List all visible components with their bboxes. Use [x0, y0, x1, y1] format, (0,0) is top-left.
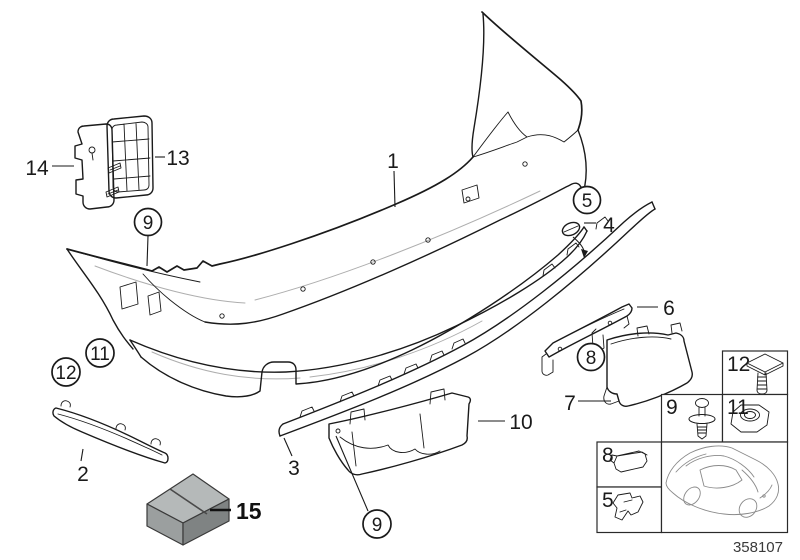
- svg-text:5: 5: [582, 191, 593, 212]
- legend-cell-9[interactable]: 9: [660, 393, 724, 443]
- callout-label-13[interactable]: 13: [166, 147, 189, 170]
- callout-circle-9-upper[interactable]: 9: [133, 207, 163, 237]
- svg-text:8: 8: [602, 444, 614, 467]
- callout-label-2[interactable]: 2: [77, 463, 89, 486]
- callout-circle-12[interactable]: 12: [51, 357, 81, 387]
- diagram-number: 358107: [733, 539, 783, 556]
- callout-label-15[interactable]: 15: [236, 498, 262, 524]
- legend-cell-12[interactable]: 12: [721, 350, 789, 396]
- bracket-clip-icon: [612, 492, 644, 521]
- callout-circle-11[interactable]: 11: [85, 338, 115, 368]
- tow-cap-drawing: [561, 221, 588, 258]
- callout-label-3[interactable]: 3: [288, 457, 300, 480]
- callout-label-14[interactable]: 14: [25, 157, 49, 180]
- legend-cell-5[interactable]: 5: [596, 486, 663, 534]
- callout-label-4[interactable]: 4: [603, 214, 615, 237]
- leader-lines: [52, 156, 658, 512]
- callout-label-10[interactable]: 10: [509, 411, 532, 434]
- hex-nut-icon: [730, 404, 770, 433]
- bumper-cover-drawing: [66, 11, 588, 398]
- expansion-rivet-icon: [688, 398, 716, 440]
- sill-strip-drawing: [278, 201, 656, 437]
- legend-cell-11[interactable]: 11: [721, 393, 789, 443]
- svg-text:9: 9: [666, 396, 678, 419]
- svg-text:9: 9: [143, 213, 154, 234]
- callout-circle-8[interactable]: 8: [576, 342, 606, 372]
- end-cover-drawing: [603, 322, 693, 407]
- moulding-strip-drawing: [52, 400, 169, 464]
- carrier-drawing: [328, 388, 472, 476]
- svg-text:5: 5: [602, 489, 614, 512]
- callout-label-1[interactable]: 1: [387, 150, 399, 173]
- svg-text:12: 12: [55, 363, 76, 384]
- callout-circle-5[interactable]: 5: [572, 185, 602, 215]
- callout-circle-9-lower[interactable]: 9: [362, 509, 392, 539]
- circled-callouts: 9 5 8 11 12 9: [51, 185, 606, 539]
- callout-label-6[interactable]: 6: [663, 297, 675, 320]
- bracket-set-drawing: [74, 115, 154, 210]
- car-silhouette-icon: [665, 445, 780, 518]
- svg-text:8: 8: [586, 348, 597, 369]
- legend-grid: 12 9 11: [596, 350, 789, 534]
- svg-text:9: 9: [372, 515, 383, 536]
- legend-cell-car[interactable]: [660, 441, 789, 534]
- legend-cell-8[interactable]: 8: [596, 441, 663, 488]
- callout-label-7[interactable]: 7: [564, 392, 576, 415]
- svg-text:11: 11: [90, 344, 110, 365]
- svg-text:12: 12: [727, 353, 750, 376]
- cover-clip-icon: [609, 450, 648, 473]
